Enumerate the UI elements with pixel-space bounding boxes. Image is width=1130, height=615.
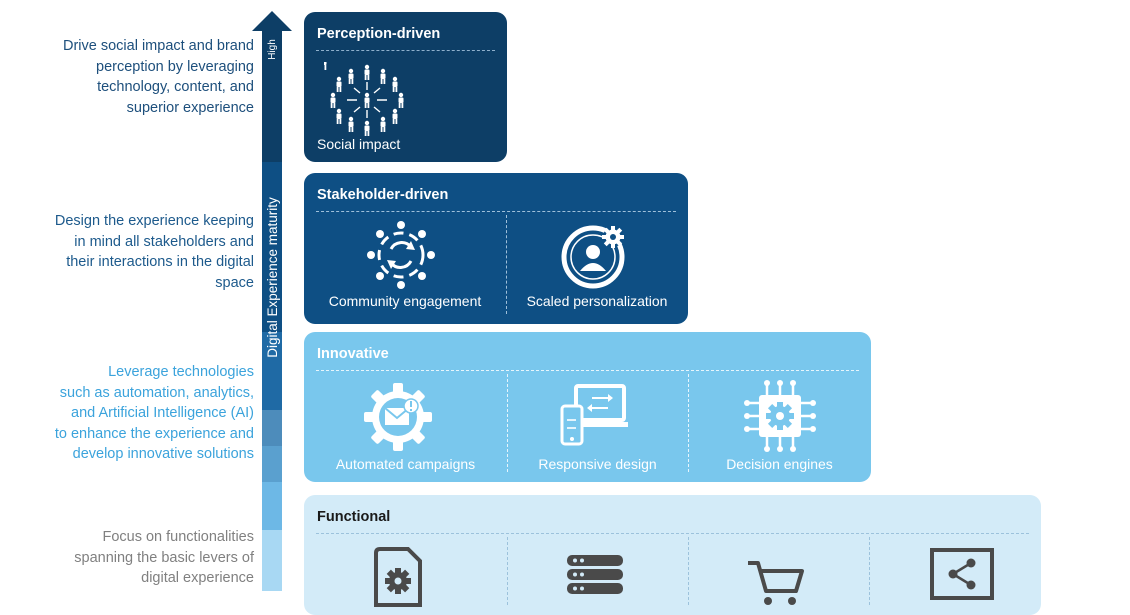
community-cycle-icon (367, 221, 435, 289)
tier-stakeholder-driven: Stakeholder-driven Community engagement (304, 173, 688, 324)
capability-label: Community engagement (328, 293, 482, 309)
divider (506, 215, 507, 314)
devices-sync-icon (560, 384, 628, 446)
axis-segment (262, 410, 282, 446)
capability-label: Social impact (317, 136, 401, 152)
axis-segment (262, 482, 282, 530)
divider (316, 50, 495, 51)
capability-community-engagement: Community engagement (304, 217, 506, 323)
divider (507, 537, 508, 605)
tier-title: Functional (317, 509, 391, 525)
divider (688, 374, 689, 472)
axis-segment (262, 30, 282, 162)
user-gear-icon (561, 225, 625, 289)
tier-perception-driven: Perception-driven (304, 12, 507, 162)
capability-scaled-personalization: Scaled personalization (506, 217, 688, 323)
axis-segment (262, 162, 282, 332)
capability-label: Decision engines (726, 456, 833, 472)
people-network-icon (324, 62, 404, 136)
tier-title: Perception-driven (317, 26, 441, 42)
axis-high-label: High (266, 38, 278, 60)
capability-functional-4 (869, 539, 1041, 615)
divider (869, 537, 870, 605)
tier-innovative: Innovative Automated campaigns (304, 332, 871, 482)
tier-title: Stakeholder-driven (317, 187, 449, 203)
axis-segment (262, 446, 282, 482)
capability-label: Scaled personalization (526, 293, 668, 309)
divider (316, 370, 859, 371)
divider (316, 211, 676, 212)
tier-title: Innovative (317, 346, 389, 362)
axis-title: Digital Experience maturity (264, 197, 280, 358)
divider (316, 533, 1029, 534)
axis-arrow-head (252, 11, 292, 31)
axis-segment (262, 332, 282, 410)
shopping-cart-icon (748, 561, 804, 605)
capability-label: Responsive design (538, 456, 657, 472)
axis-segment (262, 530, 282, 591)
document-gear-icon (374, 547, 422, 607)
capability-social-impact: Social impact (304, 56, 507, 162)
capability-functional-2 (507, 539, 688, 615)
tier-functional: Functional (304, 495, 1041, 615)
divider (507, 374, 508, 472)
capability-functional-1 (304, 539, 507, 615)
divider (688, 537, 689, 605)
capability-label: Automated campaigns (335, 456, 476, 472)
share-screen-icon (930, 548, 994, 600)
capability-functional-3 (688, 539, 869, 615)
server-stack-icon (567, 555, 623, 594)
capability-responsive-design: Responsive design (507, 376, 688, 482)
capability-automated-campaigns: Automated campaigns (304, 376, 507, 482)
chip-gear-icon (744, 380, 816, 452)
email-gear-icon (364, 383, 432, 451)
capability-decision-engines: Decision engines (688, 376, 871, 482)
